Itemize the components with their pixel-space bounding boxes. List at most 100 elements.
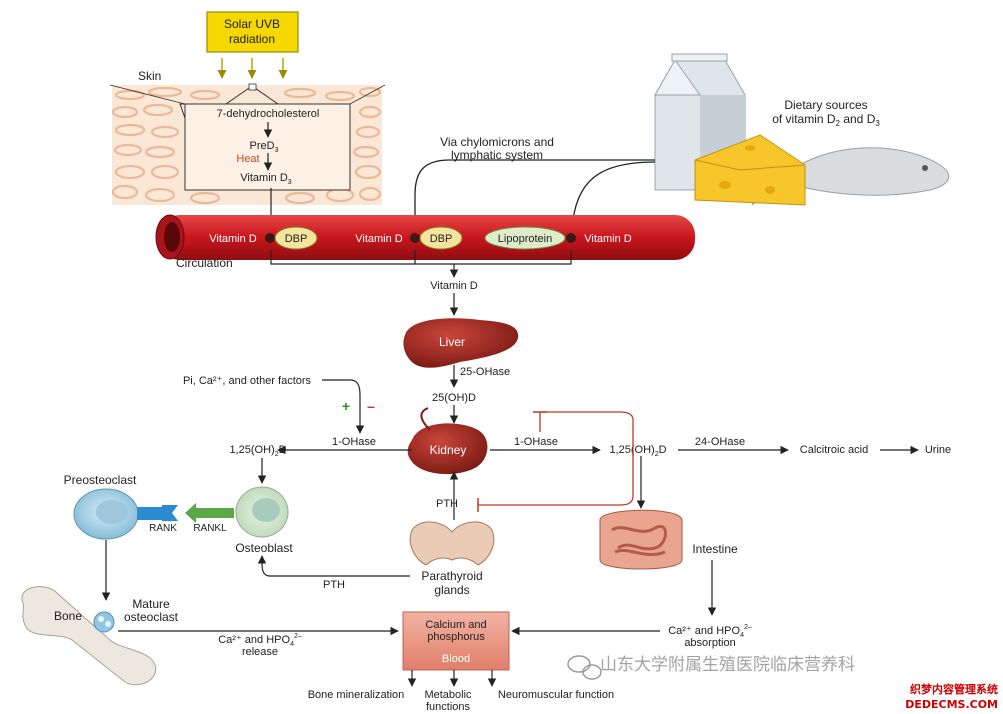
liver-organ: Liver [403, 318, 519, 368]
plus-sign: + [342, 398, 350, 414]
wechat-watermark: 山东大学附属生殖医院临床营养科 [567, 655, 855, 680]
release-label-line1: Ca²⁺ and HPO [218, 634, 290, 646]
cheese-illustration [694, 134, 806, 206]
vitamin-d-label: Vitamin D [430, 280, 478, 292]
rankl-label: RANKL [193, 523, 227, 534]
pth-to-osteoblast-arrow [257, 555, 410, 577]
svg-text:Blood: Blood [442, 653, 470, 665]
metabolic-functions-line1: Metabolic [424, 689, 472, 701]
vitamin-d-molecule-1 [265, 233, 275, 243]
calcium-phosphorus-blood-box: Calcium and phosphorus Blood [402, 611, 510, 671]
corner-watermark: 织梦内容管理系统 DEDECMS.COM [905, 682, 998, 711]
uvb-label-line2: radiation [229, 32, 275, 46]
1-ohase-left-label: 1-OHase [332, 436, 376, 448]
uvb-rays [217, 58, 288, 79]
feedback-inhibit-1ohase [539, 411, 634, 465]
1-ohase-right-label: 1-OHase [514, 436, 558, 448]
intestine-organ [599, 509, 683, 570]
feedback-inhibit-pth [478, 465, 634, 506]
heat-label: Heat [236, 153, 259, 165]
dbp-carrier-2: DBP [419, 226, 463, 250]
mature-osteoclast-cell [93, 611, 115, 633]
dietary-d3-subscript: 3 [875, 119, 880, 128]
absorption-label-line1: Ca²⁺ and HPO [668, 625, 740, 637]
svg-text:Kidney: Kidney [430, 443, 467, 457]
dietary-to-lipoprotein-arrow [567, 161, 656, 231]
circulation-bracket [270, 250, 572, 265]
circulation-vitamin-d-3: Vitamin D [584, 233, 632, 245]
solar-uvb-box: Solar UVB radiation [206, 11, 299, 53]
calcitroic-acid-label: Calcitroic acid [800, 444, 868, 456]
circulation-vitamin-d-1: Vitamin D [209, 233, 257, 245]
preosteoclast-cell [73, 488, 139, 540]
svg-text:Lipoprotein: Lipoprotein [498, 233, 552, 245]
125-oh2d-left: 1,25(OH) [229, 444, 274, 456]
metabolic-functions-line2: functions [426, 701, 471, 713]
kidney-organ: Kidney [407, 407, 488, 475]
svg-text:Ca²⁺ and HPO42–: Ca²⁺ and HPO42– [218, 633, 302, 648]
125-oh2d-right-sub: 2 [655, 451, 659, 458]
dietary-label-line2: of vitamin D [772, 112, 836, 126]
svg-text:DEDECMS.COM: DEDECMS.COM [905, 698, 998, 711]
pth-mid-label: PTH [436, 498, 458, 510]
vitamin-d-molecule-3 [566, 233, 576, 243]
svg-text:of vitamin D2 and D3: of vitamin D2 and D3 [772, 112, 880, 128]
pth-low-label: PTH [323, 579, 345, 591]
release-sup: 2– [294, 633, 302, 640]
wechat-icon [567, 655, 602, 680]
svg-text:1,25(OH)2D: 1,25(OH)2D [609, 444, 666, 458]
dietary-label-line1: Dietary sources [784, 98, 867, 112]
release-sub: 4 [290, 641, 294, 648]
svg-text:PreD3: PreD3 [250, 140, 279, 154]
circulation-label: Circulation [176, 256, 233, 270]
svg-text:1,25(OH)2D: 1,25(OH)2D [229, 444, 286, 458]
dietary-to-dbp-arrow [410, 159, 655, 231]
24-ohase-label: 24-OHase [695, 436, 745, 448]
dehydrocholesterol-label: 7-dehydrocholesterol [217, 108, 320, 120]
minus-sign: – [367, 398, 375, 414]
125-oh2d-right: 1,25(OH) [609, 444, 654, 456]
rank-label: RANK [149, 523, 177, 534]
bone-label: Bone [54, 609, 82, 623]
absorption-sub: 4 [740, 632, 744, 639]
125-oh2d-left-d: D [279, 444, 287, 456]
circulation-vitamin-d-2: Vitamin D [355, 233, 403, 245]
pi-factors-arrow [322, 379, 365, 434]
parathyroid-glands [409, 521, 495, 566]
neuromuscular-function-label: Neuromuscular function [498, 689, 614, 701]
osteoblast-label: Osteoblast [235, 541, 293, 555]
bone-illustration [21, 586, 157, 686]
svg-text:Liver: Liver [439, 335, 465, 349]
vitamin-d3-subscript: 3 [288, 179, 292, 186]
skin-synthesis-box: 7-dehydrocholesterol PreD3 Heat Vitamin … [109, 83, 386, 191]
dietary-d2-subscript: 2 [836, 119, 841, 128]
svg-text:Ca²⁺ and HPO42–: Ca²⁺ and HPO42– [668, 624, 752, 639]
svg-text:DBP: DBP [430, 233, 453, 245]
parathyroid-label-line2: glands [434, 583, 469, 597]
125-oh2d-right-d: D [659, 444, 667, 456]
svg-text:Vitamin D3: Vitamin D3 [240, 172, 291, 186]
chylomicron-label-line2: lymphatic system [451, 148, 543, 162]
skin-label: Skin [138, 69, 161, 83]
svg-text:phosphorus: phosphorus [427, 631, 485, 643]
25ohd-label: 25(OH)D [432, 392, 476, 404]
vitamin-d3-label: Vitamin D [240, 172, 288, 184]
urine-label: Urine [925, 444, 951, 456]
mature-osteoclast-line2: osteoclast [124, 610, 179, 624]
uvb-label-line1: Solar UVB [224, 17, 280, 31]
release-label-line2: release [242, 646, 278, 658]
pred3-subscript: 3 [275, 147, 279, 154]
svg-text:Calcium and: Calcium and [425, 619, 486, 631]
absorption-label-line2: absorption [684, 637, 735, 649]
svg-text:DBP: DBP [285, 233, 308, 245]
chylomicron-label-line1: Via chylomicrons and [440, 135, 554, 149]
lipoprotein-carrier: Lipoprotein [484, 226, 566, 250]
watermark-text: 山东大学附属生殖医院临床营养科 [600, 655, 855, 675]
absorption-sup: 2– [744, 624, 752, 631]
bone-mineralization-label: Bone mineralization [308, 689, 405, 701]
rankl-ligand [185, 503, 234, 523]
rank-receptor [137, 505, 178, 521]
osteoblast-cell [235, 486, 289, 538]
dietary-and-d: and D [840, 112, 876, 126]
